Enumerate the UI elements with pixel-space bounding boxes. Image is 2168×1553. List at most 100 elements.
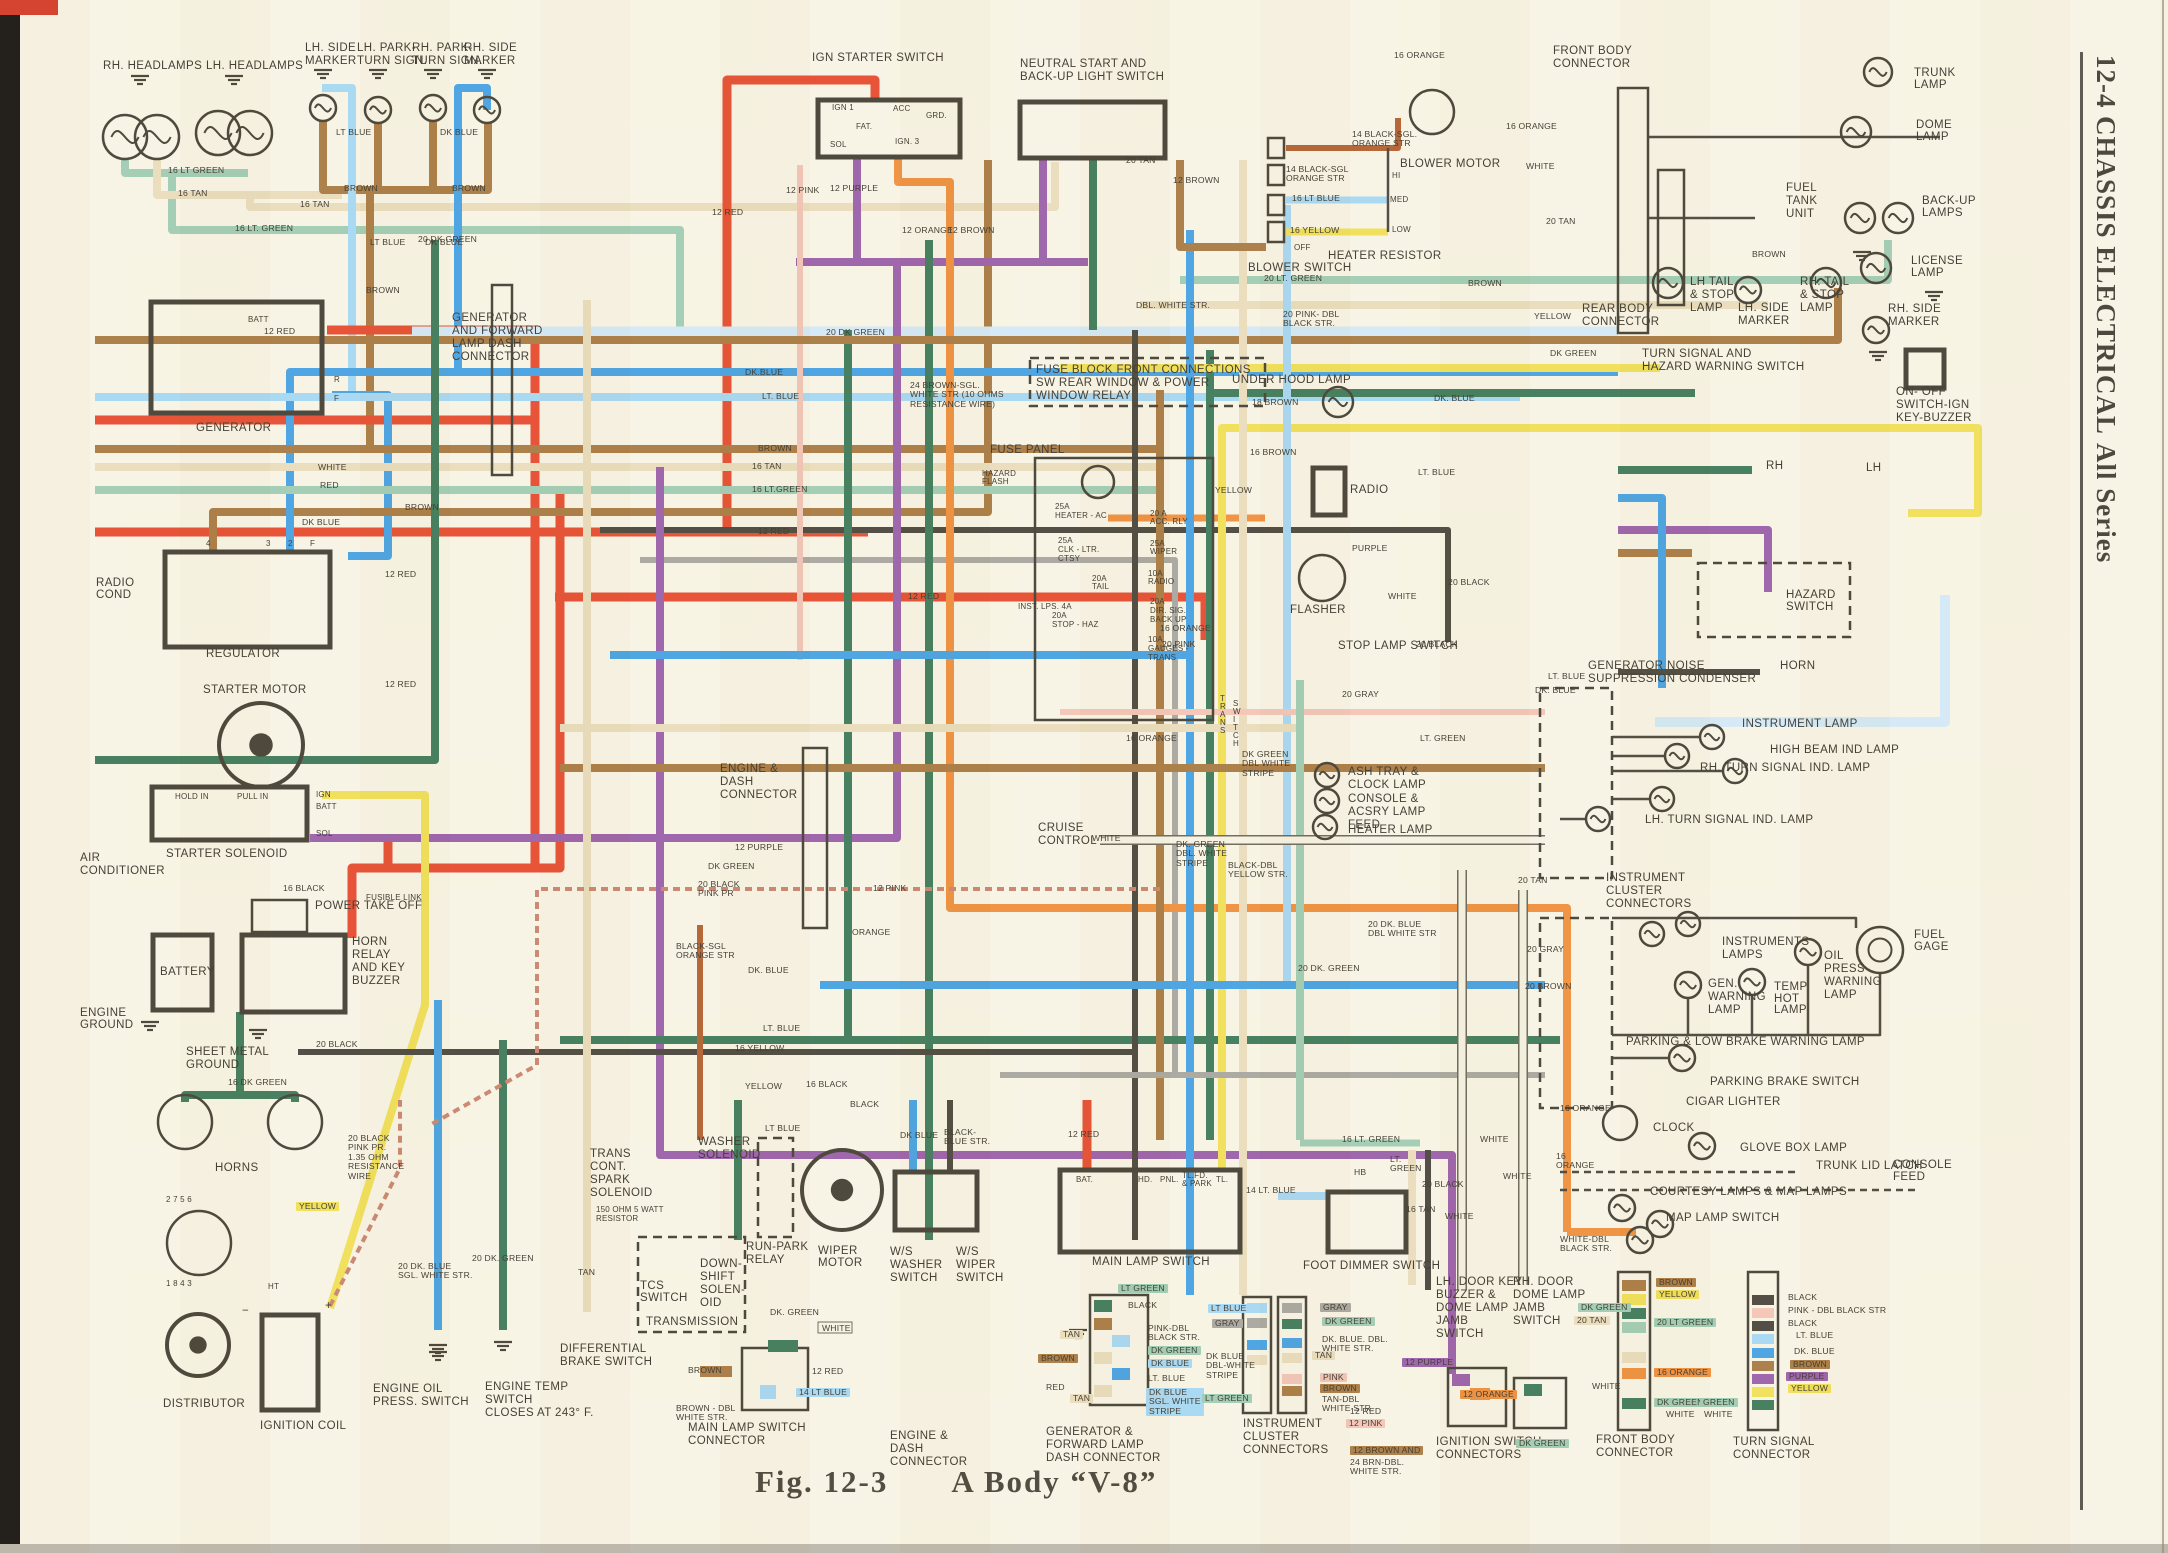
lamp-icon [133, 113, 181, 161]
wire-blue [1618, 494, 1666, 688]
lamp-filament-icon [1739, 285, 1757, 295]
component-box [1538, 686, 1614, 880]
component-circle [1855, 925, 1905, 975]
connector-pin-chip [1282, 1319, 1302, 1329]
lamp-filament-icon [424, 103, 442, 113]
component-box [1512, 1376, 1568, 1430]
lamp-filament-icon [1653, 794, 1671, 804]
connector-pin-chip [1752, 1334, 1774, 1344]
component-box [1325, 1189, 1409, 1255]
lamp-icon [1638, 920, 1666, 948]
component-circle [217, 701, 305, 789]
lamp-filament-icon [142, 129, 172, 145]
wire-brown [319, 120, 492, 194]
lamp-filament-icon [1845, 126, 1867, 138]
motor-hub-icon [249, 733, 273, 757]
component-circle [165, 1312, 231, 1378]
lamp-filament-icon [1631, 1235, 1649, 1245]
wire-yellow [1218, 424, 1982, 1170]
component-box [490, 283, 514, 477]
wire-purple [656, 467, 1456, 1374]
connector-pin-chip [1094, 1300, 1112, 1312]
component-circle [165, 1209, 233, 1277]
wire-red [555, 592, 1210, 640]
lamp-filament-icon [1589, 814, 1607, 824]
lamp-filament-icon [1679, 919, 1697, 929]
lamp-filament-icon [1703, 732, 1721, 742]
lamp-icon [1721, 757, 1749, 785]
component-circle [1080, 464, 1116, 500]
lamp-filament-icon [1657, 277, 1679, 289]
component-box [1656, 168, 1686, 307]
lamp-icon [1625, 1225, 1655, 1255]
lamp-icon [101, 113, 149, 161]
connector-pin-chip [1752, 1348, 1774, 1358]
lamp-icon [1881, 201, 1915, 235]
lamp-icon [1321, 385, 1355, 419]
wire-dk_green [95, 240, 439, 764]
component-box [815, 97, 963, 160]
connector-pin-chip [1752, 1387, 1774, 1397]
lamp-icon [1663, 742, 1691, 770]
lamp-filament-icon [1726, 766, 1744, 776]
motor-hub-icon [830, 1178, 854, 1202]
component-box [1017, 99, 1168, 161]
connector-pin-chip [1247, 1303, 1267, 1313]
component-box [150, 932, 215, 1013]
component-circle [800, 1148, 884, 1232]
component-box [1266, 136, 1286, 160]
lamp-filament-icon [235, 125, 265, 141]
component-box [801, 746, 829, 930]
connector-pin-chip [1282, 1374, 1302, 1384]
connector-pin-chip [1247, 1355, 1267, 1365]
scan-bottom-strip [0, 1544, 2168, 1553]
component-box [1057, 1167, 1243, 1255]
wire-yellow [322, 791, 429, 1310]
component-box [1028, 356, 1267, 408]
component-box [259, 1312, 321, 1413]
connector-pin-chip [1622, 1322, 1646, 1333]
component-box [1241, 1295, 1273, 1415]
wire-red [722, 75, 880, 532]
lamp-filament-icon [1743, 977, 1761, 987]
scan-corner-mark [0, 0, 58, 15]
lamp-filament-icon [1316, 822, 1334, 832]
connector-pin-chip [1282, 1338, 1302, 1348]
lamp-filament-icon [1643, 929, 1661, 939]
connector-pin-chip [1622, 1308, 1646, 1319]
component-box [1903, 347, 1947, 391]
lamp-icon [472, 95, 502, 125]
connector-pin-chip [1094, 1318, 1112, 1330]
wire-purple [310, 262, 901, 842]
wire-lt_green [121, 159, 248, 177]
motor-hub-icon [189, 1336, 207, 1354]
wire-dk_green [181, 1012, 244, 1102]
connector-pin-chip [1752, 1308, 1774, 1318]
lamp-icon [1733, 275, 1763, 305]
lamp-icon [363, 95, 393, 125]
page-header: 12-4 CHASSIS ELECTRICAL All Series [2090, 55, 2121, 1485]
connector-pin-chip [1112, 1368, 1130, 1380]
connector-pin-chip [1470, 1388, 1490, 1400]
component-circle [1408, 88, 1456, 136]
lamp-filament-icon [1868, 67, 1888, 77]
lamp-filament-icon [314, 103, 332, 113]
wire-purple [1618, 526, 1772, 592]
header-rule [2080, 52, 2083, 1510]
connector-pin-chip [1094, 1385, 1112, 1397]
lamp-icon [1645, 1209, 1675, 1239]
lamp-filament-icon [1865, 262, 1887, 274]
component-box [1266, 163, 1286, 187]
wire-orange [894, 157, 1571, 1232]
component-box [1310, 465, 1348, 518]
page-number: 12-4 [2091, 55, 2121, 109]
connector-pin-chip [1752, 1295, 1774, 1305]
component-box [148, 299, 325, 416]
lamp-icon [308, 93, 338, 123]
component-box [239, 932, 348, 1015]
wire-red [383, 490, 565, 873]
component-box [1616, 1270, 1652, 1432]
component-box [1033, 456, 1215, 722]
figure-caption: Fig. 12-3 A Body “V-8” [755, 1464, 1157, 1500]
